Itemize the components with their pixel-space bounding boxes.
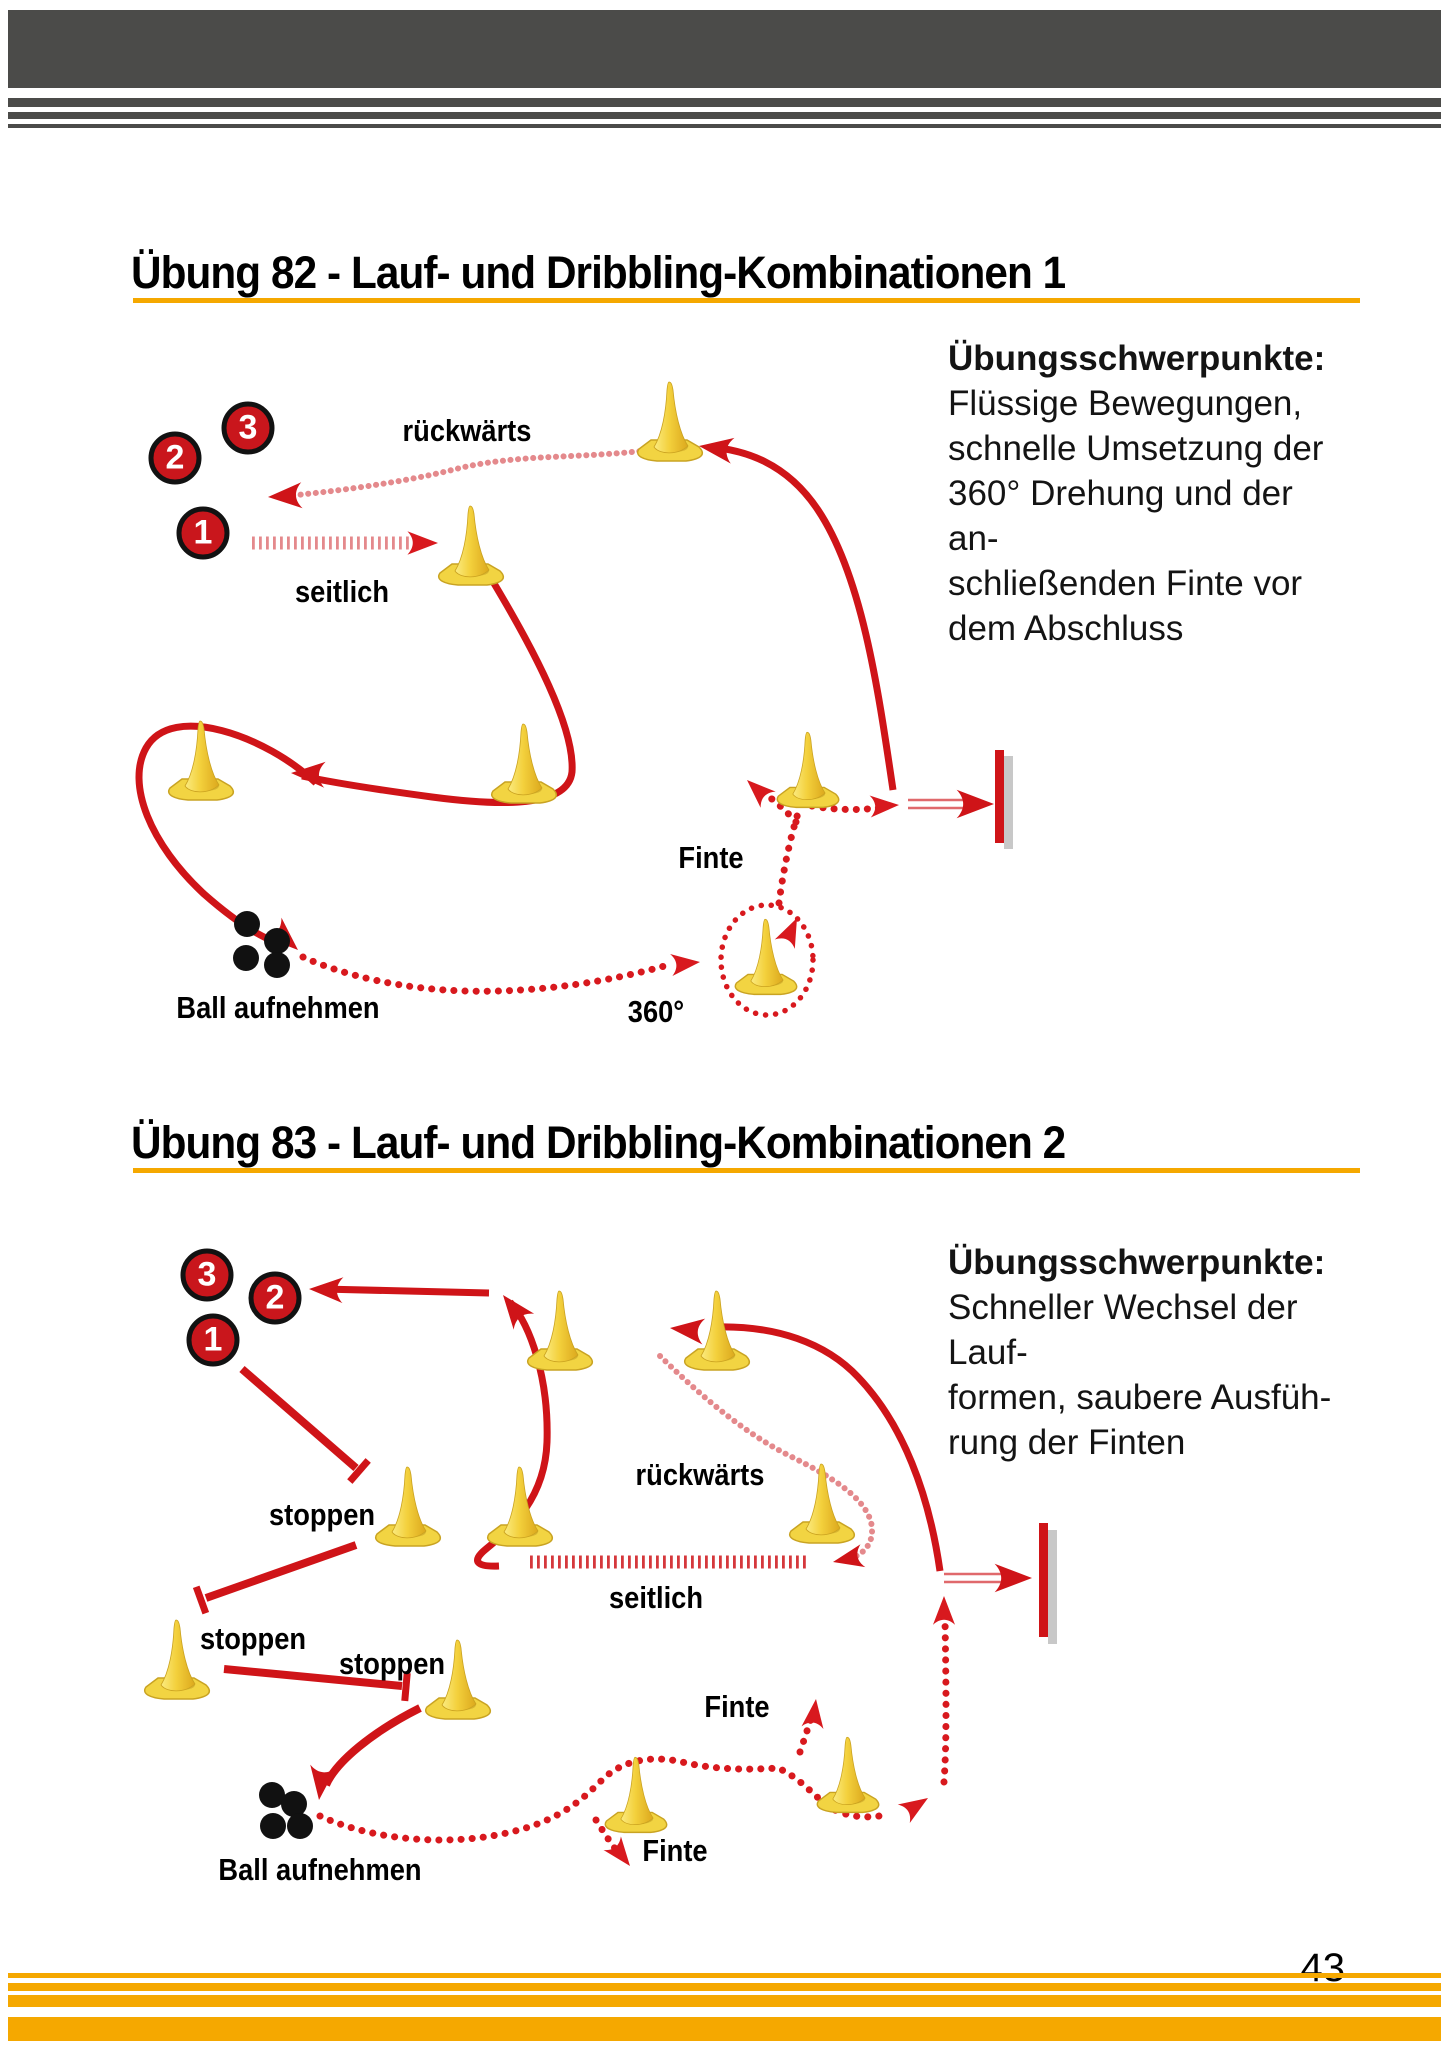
diagram-1 [135,381,1013,1018]
loop-run-path-arrow [135,722,319,960]
turn-360-dotted-circle [718,902,816,1018]
goal-icon [1039,1523,1057,1644]
footer-stripe-1 [8,1973,1441,1978]
player-2-badge: 2 [248,1271,302,1325]
player-3-badge: 3 [180,1248,234,1302]
footer-stripe-4 [8,2017,1441,2041]
label-rueckwaerts: rückwärts [402,413,532,448]
stoppen-line-3 [223,1665,411,1702]
cone-icon [374,1466,442,1547]
return-run-path-arrow [668,1315,944,1572]
shot-arrow [944,1563,1032,1593]
focus-line: schnelle Umsetzung der [948,429,1324,468]
player-3-badge: 3 [221,401,275,455]
run-to-ball-arrow [306,1704,422,1802]
ball-cluster-icon [259,1782,313,1839]
player-1-badge: 1 [186,1313,240,1367]
backwards-run-path-dotted [267,445,665,510]
player-2-badge: 2 [148,431,202,485]
focus-line: rung der Finten [948,1423,1186,1462]
backwards-run-path-dotted [657,1353,876,1574]
focus-heading: Übungsschwerpunkte: [948,339,1326,378]
focus-line: dem Abschluss [948,609,1184,648]
focus-line: 360° Drehung und der an- [948,474,1293,558]
label-ball-aufnehmen: Ball aufnehmen [176,990,380,1025]
sideways-run-path-ticks [252,531,438,555]
section-1-title: Übung 82 - Lauf- und Dribbling-Kombinati… [131,247,1066,298]
header-stripe-3 [8,124,1441,128]
label-ball-aufnehmen: Ball aufnehmen [218,1852,422,1887]
footer-stripe-3 [8,1995,1441,2007]
header-bar [8,10,1441,88]
label-seitlich: seitlich [294,574,390,609]
s-curve-run-arrow [474,1286,551,1570]
label-seitlich: seitlich [608,1580,704,1615]
focus-line: Flüssige Bewegungen, [948,384,1303,423]
label-stoppen-3: stoppen [338,1646,446,1681]
section-1-title-rule [133,298,1360,303]
dribble-path-dotted [316,1596,956,1873]
cone-icon [604,1756,668,1834]
label-stoppen-2: stoppen [199,1621,307,1656]
label-finte: Finte [642,1833,708,1868]
cone-icon [816,1736,880,1814]
stoppen-line-1 [239,1365,371,1484]
section-1-focus-text: Übungsschwerpunkte: Flüssige Bewegungen,… [948,336,1338,651]
cone-icon [776,731,840,809]
section-2-title: Übung 83 - Lauf- und Dribbling-Kombinati… [131,1117,1066,1168]
stoppen-line-2 [192,1541,358,1615]
dribble-path-dotted [299,951,702,995]
focus-line: schließenden Finte vor [948,564,1303,603]
focus-line: formen, saubere Ausfüh- [948,1378,1332,1417]
section-2-focus-text: Übungsschwerpunkte: Schneller Wechsel de… [948,1240,1338,1465]
label-rueckwaerts: rückwärts [635,1457,765,1492]
cone-icon [636,381,704,462]
label-finte: Finte [678,840,744,875]
page-number: 43 [1300,1946,1346,1990]
diagram-2 [143,1276,1057,1873]
cone-icon [788,1463,856,1544]
goal-icon [995,750,1013,849]
focus-heading: Übungsschwerpunkte: [948,1243,1326,1282]
label-finte: Finte [704,1689,770,1724]
label-360: 360° [627,994,685,1029]
cone-icon [437,505,505,586]
focus-line: Schneller Wechsel der Lauf- [948,1288,1298,1372]
header-stripe-1 [8,98,1441,107]
cone-icon [490,723,558,804]
pass-back-arrow [308,1276,490,1304]
footer-stripe-2 [8,1983,1441,1991]
label-stoppen-1: stoppen [268,1497,376,1532]
shot-arrow [908,789,994,819]
cone-icon [526,1290,594,1371]
ball-cluster-icon [233,911,290,978]
header-stripe-2 [8,112,1441,119]
return-run-path-arrow [697,433,897,791]
player-1-badge: 1 [176,506,230,560]
section-2-title-rule [133,1168,1360,1173]
